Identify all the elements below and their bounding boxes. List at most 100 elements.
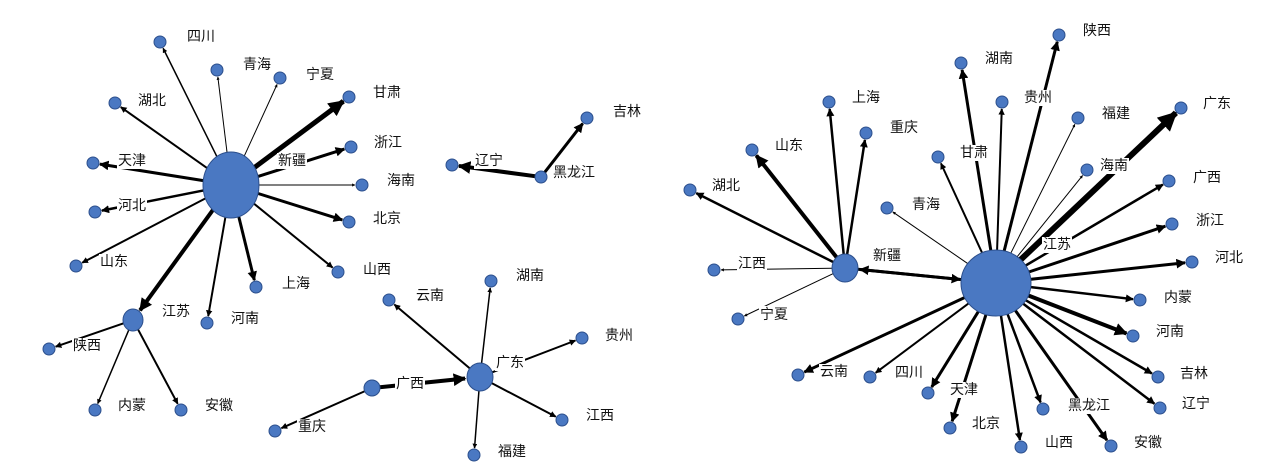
node-right [1174, 101, 1188, 115]
node-label: 黑龙江 [553, 165, 595, 181]
edge-江苏-to-广西 [1023, 183, 1164, 268]
node-left [273, 71, 287, 85]
label-background [204, 398, 234, 414]
node-right [1185, 255, 1199, 269]
edge-广东-to-湖南 [480, 287, 493, 365]
node-left [445, 158, 459, 172]
edge-江苏-to-贵州 [996, 108, 1005, 251]
node-layer [42, 28, 1199, 462]
label-background [242, 57, 272, 73]
node-left [555, 413, 569, 427]
label-background [415, 288, 445, 304]
node-label: 重庆 [298, 419, 326, 435]
node-left [122, 308, 144, 332]
edge-广东-to-云南 [393, 303, 471, 370]
node-label: 河南 [1156, 324, 1184, 340]
node-label: 吉林 [1180, 366, 1208, 382]
label-background [1042, 237, 1072, 253]
label-background [161, 304, 191, 320]
label-background [395, 376, 425, 392]
label-background [585, 408, 615, 424]
edge-新疆-to-湖北 [695, 192, 834, 264]
edge-江苏-to-内蒙 [97, 328, 130, 404]
node-label: 海南 [387, 173, 415, 189]
node-right [954, 56, 968, 70]
node-right [863, 370, 877, 384]
edge-新疆-to-山东 [81, 197, 207, 264]
label-background [612, 104, 642, 120]
label-background [774, 138, 804, 154]
edge-江苏-to-浙江 [1026, 224, 1167, 274]
node-label: 江苏 [1043, 237, 1071, 253]
label-background [497, 444, 527, 460]
label-background [851, 90, 881, 106]
edge-新疆-to-宁夏 [242, 84, 278, 160]
node-label: 上海 [852, 90, 880, 106]
node-label: 辽宁 [1182, 395, 1210, 412]
node-label: 安徽 [205, 398, 233, 414]
edge-新疆-to-山西 [252, 201, 334, 269]
node-label: 贵州 [1024, 90, 1052, 106]
label-background [515, 268, 545, 284]
edge-新疆-to-青海 [216, 76, 229, 158]
node-label: 宁夏 [760, 306, 788, 323]
edge-新疆-to-上海 [236, 211, 257, 282]
node-label: 江西 [738, 256, 766, 272]
label-background [297, 419, 327, 435]
edge-江苏-to-陕西 [55, 322, 124, 348]
node-left [466, 362, 494, 392]
node-label: 辽宁 [475, 152, 503, 169]
node-right [731, 312, 745, 326]
label-background [99, 254, 129, 270]
node-left [174, 403, 188, 417]
node-left [88, 403, 102, 417]
edge-江苏-to-河北 [1028, 258, 1186, 281]
node-left [210, 63, 224, 77]
node-label: 江西 [586, 408, 614, 424]
edge-江苏-to-海南 [1016, 175, 1083, 258]
node-label: 陕西 [1083, 23, 1111, 39]
label-background [230, 311, 260, 327]
node-label: 北京 [373, 211, 401, 227]
node-left [342, 215, 356, 229]
label-background [759, 306, 789, 323]
label-background [894, 365, 924, 381]
node-label: 山东 [100, 254, 128, 270]
node-label: 吉林 [613, 104, 641, 120]
label-background [819, 364, 849, 380]
node-label: 天津 [950, 382, 978, 398]
label-background [372, 85, 402, 101]
label-background [1202, 96, 1232, 112]
node-right [707, 263, 721, 277]
node-right [1052, 28, 1066, 42]
node-right [1071, 111, 1085, 125]
node-label: 安徽 [1134, 435, 1162, 451]
edge-新疆-to-山东 [754, 154, 839, 260]
label-background [117, 153, 147, 169]
node-label: 湖北 [138, 93, 166, 109]
node-right [1151, 370, 1165, 384]
node-left [88, 205, 102, 219]
node-right [1133, 293, 1147, 307]
node-right [1165, 217, 1179, 231]
label-background [971, 416, 1001, 432]
edge-新疆-to-重庆 [845, 139, 868, 256]
node-label: 甘肃 [373, 85, 401, 101]
label-background [552, 165, 596, 181]
node-label: 新疆 [278, 153, 306, 169]
label-background [1067, 398, 1111, 414]
node-label: 山东 [775, 138, 803, 154]
edge-江苏-to-甘肃 [940, 162, 984, 254]
node-right [1080, 163, 1094, 177]
label-background [373, 135, 403, 151]
node-label: 陕西 [73, 338, 101, 354]
node-label: 贵州 [605, 328, 633, 344]
node-label: 湖北 [712, 178, 740, 194]
label-background [1099, 158, 1129, 174]
label-background [186, 29, 216, 45]
node-label: 青海 [243, 57, 271, 73]
node-label: 新疆 [873, 248, 901, 264]
node-label: 河北 [1215, 250, 1243, 266]
edge-广东-to-江西 [491, 382, 557, 418]
label-background [889, 120, 919, 136]
